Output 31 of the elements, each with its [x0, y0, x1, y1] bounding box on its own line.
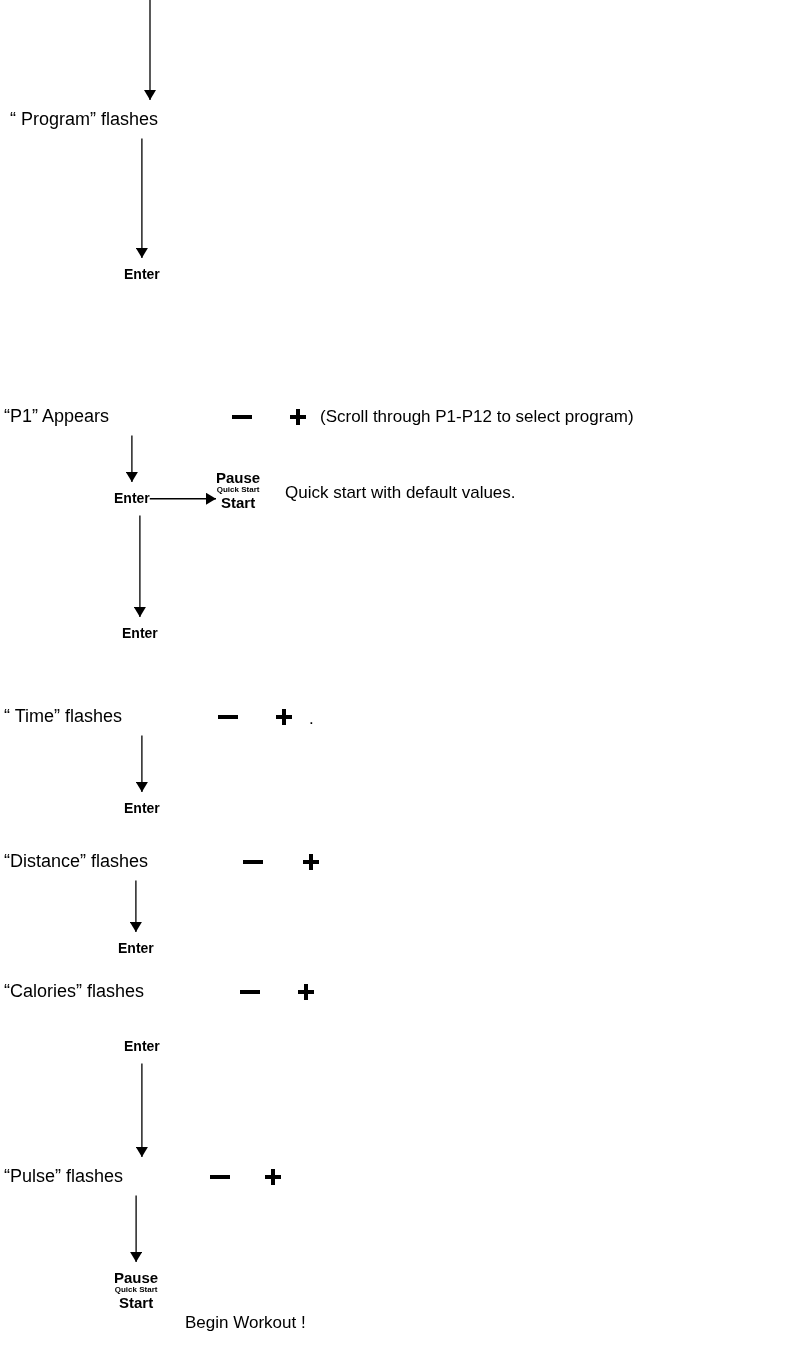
step-text: “ Time” flashes	[4, 705, 123, 728]
arrow	[129, 879, 142, 933]
arrow	[144, 0, 156, 101]
button-label: Enter	[122, 625, 158, 643]
arrow	[149, 492, 217, 505]
arrow	[130, 1194, 143, 1263]
note-text: .	[309, 708, 314, 730]
arrow	[135, 137, 148, 259]
button-label: Start	[119, 1294, 154, 1311]
arrow	[135, 734, 148, 793]
note-text: Begin Workout !	[185, 1312, 306, 1334]
button-label: Quick Start	[114, 1285, 158, 1295]
button-label: Enter	[118, 940, 154, 958]
button-label: Enter	[124, 800, 160, 818]
note-text: Quick start with default values.	[285, 482, 516, 504]
note-text: (Scroll through P1-P12 to select program)	[320, 406, 634, 428]
button-label: Pause	[216, 470, 261, 486]
button-label: Enter	[114, 490, 150, 508]
step-text: “P1” Appears	[4, 405, 110, 428]
arrow	[125, 434, 138, 483]
step-text: “Pulse” flashes	[4, 1165, 124, 1188]
arrow	[135, 1062, 148, 1158]
button-label: Enter	[124, 1038, 160, 1056]
button-label: Pause	[114, 1270, 159, 1286]
button-label: Start	[221, 494, 256, 511]
step-text: “ Program” flashes	[10, 108, 159, 131]
step-text: “Calories” flashes	[4, 980, 145, 1003]
arrow	[133, 514, 146, 618]
step-text: “Distance” flashes	[4, 850, 149, 873]
button-label: Enter	[124, 266, 160, 284]
button-label: Quick Start	[216, 485, 260, 495]
